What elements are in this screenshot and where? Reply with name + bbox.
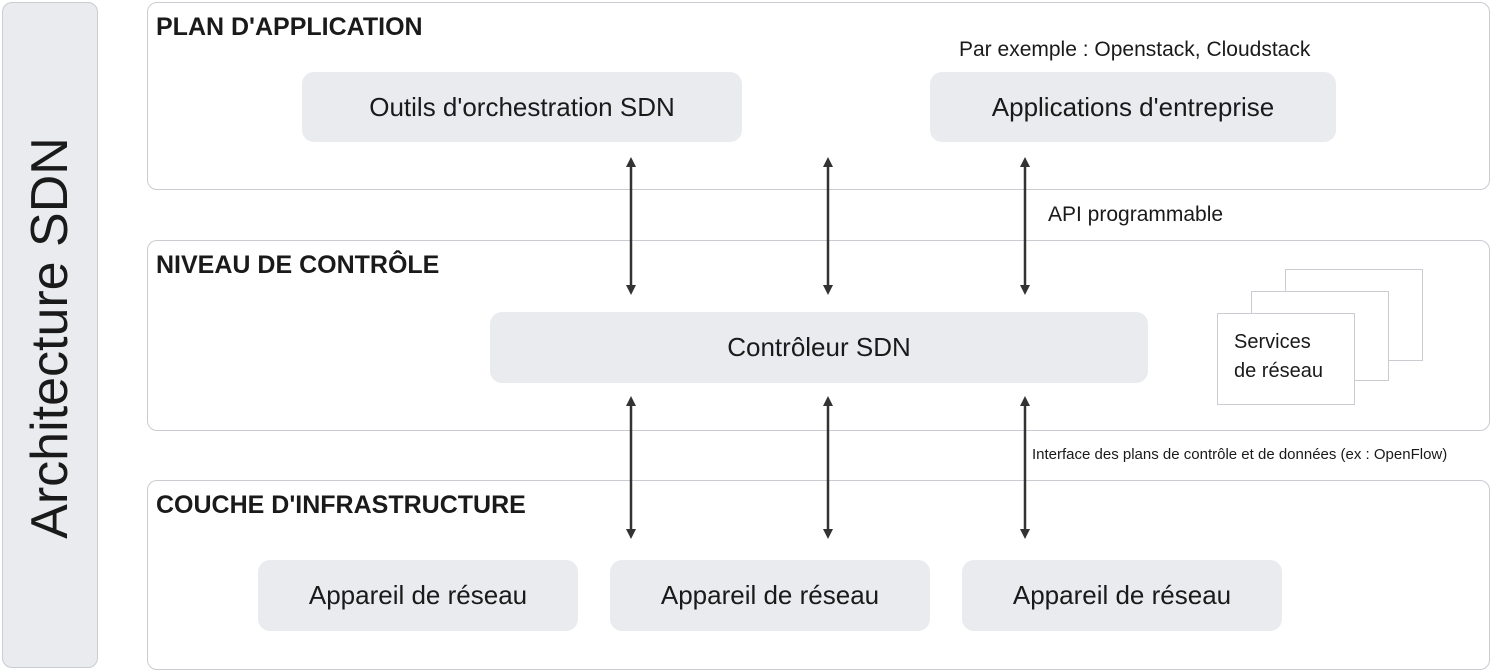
application-layer-title: PLAN D'APPLICATION [156,13,423,41]
control-layer-title: NIVEAU DE CONTRÔLE [156,251,440,279]
network-services-label: Services de réseau [1234,331,1323,382]
interface-label: Interface des plans de contrôle et de do… [1030,444,1450,465]
api-label: API programmable [1046,203,1226,227]
side-band [2,2,98,668]
infrastructure-layer-title: COUCHE D'INFRASTRUCTURE [156,491,526,519]
sdn-controller-box: Contrôleur SDN [490,312,1148,383]
network-device-box: Appareil de réseau [962,560,1282,631]
orchestration-tools-box: Outils d'orchestration SDN [302,72,742,142]
services-card-front [1217,313,1355,405]
network-device-box: Appareil de réseau [610,560,930,631]
enterprise-apps-box: Applications d'entreprise [930,72,1336,142]
example-note: Par exemple : Openstack, Cloudstack [959,38,1311,62]
network-device-box: Appareil de réseau [258,560,578,631]
